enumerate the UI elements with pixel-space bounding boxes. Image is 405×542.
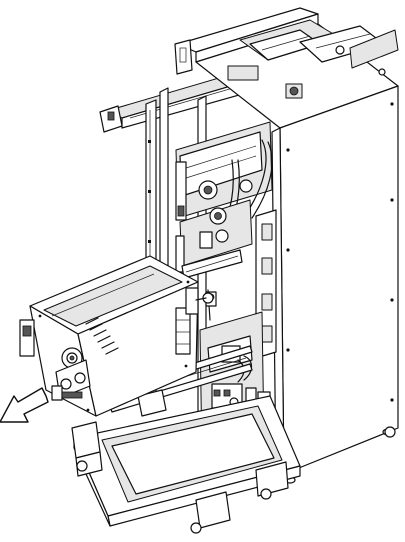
cabinet-side-panel — [271, 85, 399, 484]
removable-unit — [19, 255, 214, 417]
base-frame — [71, 389, 396, 534]
top-cover — [195, 19, 399, 129]
pull-direction-arrow-icon — [0, 387, 49, 423]
upper-compartment — [175, 121, 273, 229]
vent-slots — [85, 317, 119, 355]
